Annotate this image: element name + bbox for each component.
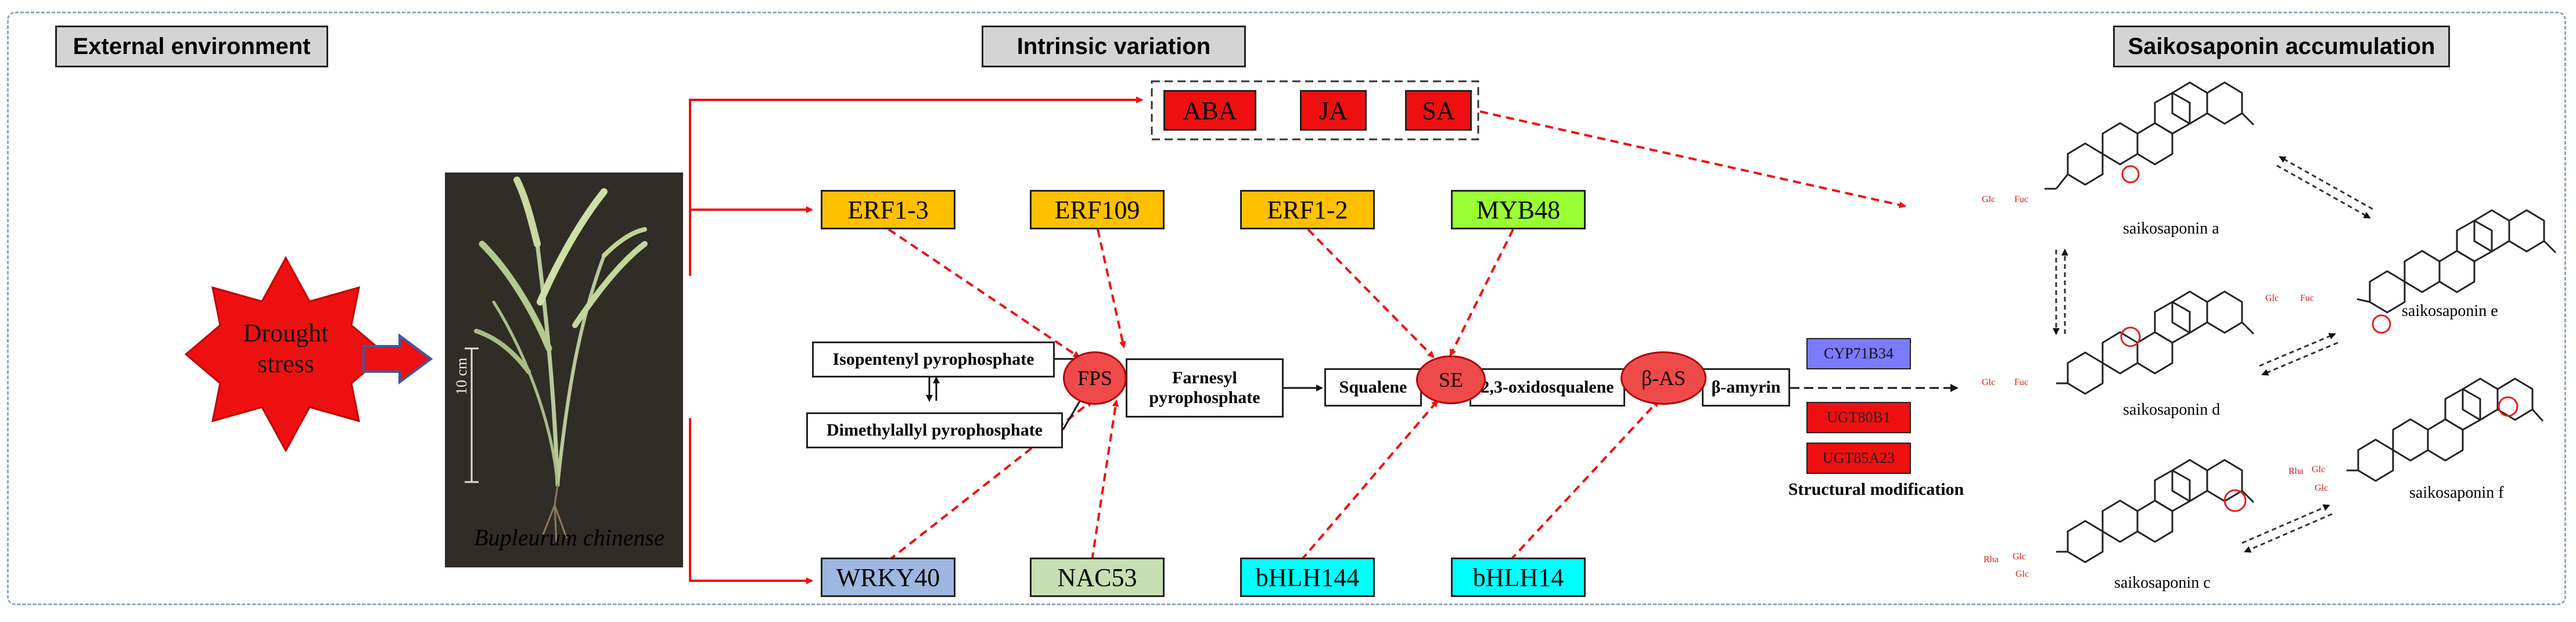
stress-to-plant-arrow — [362, 333, 433, 384]
beta-amyrin-box: β-amyrin — [1702, 368, 1790, 407]
structure-saikosaponin-d — [2056, 290, 2255, 395]
sugar-fuc-e: Fuc — [2300, 293, 2314, 303]
tf-erf109: ERF109 — [1030, 190, 1165, 229]
enzyme-ugt85a23: UGT85A23 — [1806, 443, 1911, 474]
sugar-glc-c2: Glc — [2015, 569, 2029, 579]
oxidosqualene-box: 2,3-oxidosqualene — [1470, 368, 1625, 407]
enzyme-beta-as: β-AS — [1621, 351, 1706, 405]
fpp-box: Farnesyl pyrophosphate — [1126, 358, 1284, 418]
label-saikosaponin-a: saikosaponin a — [2123, 220, 2219, 238]
structure-saikosaponin-f — [2347, 377, 2544, 482]
plant-caption: Bupleurum chinense — [474, 524, 664, 551]
structure-saikosaponin-a — [2045, 81, 2255, 190]
tf-erf1-2: ERF1-2 — [1240, 190, 1375, 229]
sugar-glc-c: Glc — [2013, 552, 2027, 562]
sugar-glc-d: Glc — [1982, 377, 1996, 387]
header-external-environment: External environment — [55, 26, 328, 67]
label-saikosaponin-e: saikosaponin e — [2402, 302, 2498, 320]
sugar-rha-c: Rha — [1984, 555, 1999, 565]
label-saikosaponin-d: saikosaponin d — [2123, 401, 2221, 419]
sugar-rha-f: Rha — [2288, 466, 2304, 476]
enzyme-cyp71b34: CYP71B34 — [1806, 338, 1911, 369]
hormone-aba: ABA — [1163, 90, 1256, 131]
header-intrinsic-variation: Intrinsic variation — [982, 26, 1246, 67]
figure-frame — [7, 12, 2566, 605]
drought-stress-label: Drought stress — [243, 319, 329, 378]
tf-myb48: MYB48 — [1451, 190, 1586, 229]
tf-erf1-3: ERF1-3 — [821, 190, 955, 229]
isomerization-double-arrow — [926, 376, 940, 402]
tf-bhlh14: bHLH14 — [1451, 558, 1586, 597]
plant-to-targets-connectors — [689, 96, 1143, 584]
sugar-fuc-d: Fuc — [2014, 377, 2028, 387]
label-saikosaponin-c: saikosaponin c — [2114, 574, 2211, 592]
squalene-box: Squalene — [1324, 368, 1422, 407]
tf-wrky40: WRKY40 — [821, 558, 955, 597]
ipp-box: Isopentenyl pyrophosphate — [812, 341, 1055, 377]
sugar-fuc-a: Fuc — [2014, 195, 2028, 204]
structure-saikosaponin-e — [2356, 209, 2557, 334]
enzyme-fps: FPS — [1063, 351, 1127, 405]
structure-saikosaponin-c — [2056, 459, 2255, 563]
tf-bhlh144: bHLH144 — [1240, 558, 1375, 597]
hormone-sa: SA — [1405, 90, 1472, 131]
sugar-glc-f2: Glc — [2315, 483, 2329, 493]
sugar-glc-a: Glc — [1982, 195, 1996, 204]
hormone-ja: JA — [1300, 90, 1367, 131]
tf-nac53: NAC53 — [1030, 558, 1165, 597]
enzyme-se: SE — [1416, 355, 1486, 404]
label-saikosaponin-f: saikosaponin f — [2409, 484, 2504, 502]
interconversion-arrows — [2053, 156, 2373, 553]
plant-photo — [445, 172, 683, 567]
dmapp-box: Dimethylallyl pyrophosphate — [806, 412, 1063, 448]
header-saikosaponin-accumulation: Saikosaponin accumulation — [2113, 26, 2450, 67]
enzyme-ugt80b1: UGT80B1 — [1806, 402, 1911, 433]
sugar-glc-e: Glc — [2265, 293, 2279, 303]
plant-illustration — [474, 177, 648, 544]
structural-modification-label: Structural modification — [1788, 480, 1964, 499]
sugar-glc-f: Glc — [2312, 465, 2326, 474]
